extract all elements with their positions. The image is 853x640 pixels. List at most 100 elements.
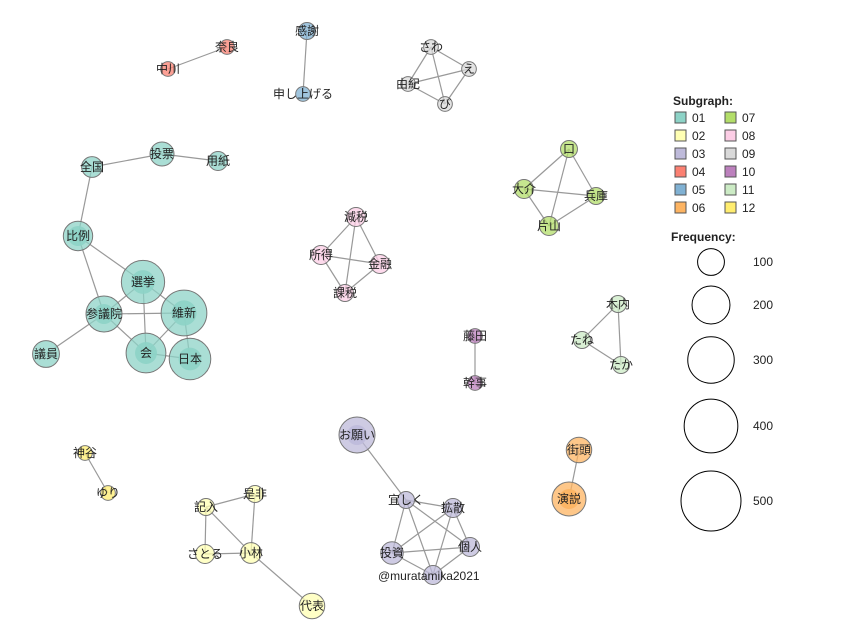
graph-node: 小林 bbox=[239, 542, 263, 564]
edge bbox=[391, 507, 454, 554]
graph-node: 参議院 bbox=[85, 295, 123, 333]
frequency-label: 100 bbox=[753, 255, 773, 269]
node-label: さわ bbox=[419, 40, 443, 54]
subgraph-swatch bbox=[724, 129, 737, 142]
edge bbox=[523, 148, 570, 190]
node-circle bbox=[443, 498, 463, 518]
node-circle bbox=[380, 541, 404, 565]
edge bbox=[523, 188, 597, 197]
frequency-circle bbox=[683, 398, 739, 454]
subgraph-label: 01 bbox=[692, 111, 706, 125]
graph-node: たね bbox=[570, 331, 594, 349]
node-label: 参議院 bbox=[86, 306, 122, 321]
graph-node: 全国 bbox=[80, 156, 104, 178]
subgraph-swatch bbox=[674, 165, 687, 178]
frequency-circle bbox=[691, 285, 731, 325]
node-core bbox=[135, 342, 157, 364]
node-label: 所得 bbox=[309, 247, 333, 262]
frequency-label: 300 bbox=[753, 353, 773, 367]
node-circle bbox=[246, 485, 264, 503]
graph-node: 大介 bbox=[512, 179, 536, 199]
subgraph-label: 09 bbox=[742, 147, 756, 161]
node-circle bbox=[612, 356, 630, 374]
node-circle bbox=[467, 328, 483, 344]
node-label: び bbox=[439, 97, 451, 111]
graph-node: 口 bbox=[560, 140, 578, 158]
graph-node: 由紀 bbox=[396, 76, 420, 92]
node-circle bbox=[298, 592, 326, 620]
graph-node: 記入 bbox=[194, 498, 218, 516]
node-label: 投票 bbox=[150, 146, 174, 161]
node-circle bbox=[609, 295, 627, 313]
subgraph-swatch bbox=[724, 147, 737, 160]
frequency-label: 200 bbox=[753, 298, 773, 312]
node-label: え bbox=[463, 62, 475, 76]
edge bbox=[568, 148, 597, 197]
graph-node: 奈良 bbox=[215, 39, 239, 55]
frequency-label: 500 bbox=[753, 494, 773, 508]
graph-node: 代表 bbox=[298, 592, 326, 620]
frequency-label: 400 bbox=[753, 419, 773, 433]
node-label: 維新 bbox=[172, 305, 196, 320]
graph-node: 課税 bbox=[333, 284, 357, 302]
graph-node: たか bbox=[609, 356, 633, 374]
node-circle bbox=[397, 491, 415, 509]
graph-node: 個人 bbox=[458, 537, 482, 557]
node-label: 議員 bbox=[34, 347, 58, 361]
subgraph-label: 06 bbox=[692, 201, 706, 215]
frequency-circle bbox=[687, 336, 735, 384]
node-label: 感謝 bbox=[295, 23, 319, 38]
node-core bbox=[171, 300, 197, 326]
subgraph-legend-title: Subgraph: bbox=[673, 94, 733, 108]
node-circle bbox=[437, 96, 453, 112]
node-label: 個人 bbox=[458, 540, 482, 554]
node-label: たか bbox=[609, 358, 633, 372]
node-label: 金融 bbox=[368, 256, 392, 271]
node-core bbox=[559, 489, 579, 509]
node-label: 兵庫 bbox=[584, 189, 608, 203]
subgraph-label: 04 bbox=[692, 165, 706, 179]
subgraph-swatch bbox=[724, 111, 737, 124]
edge bbox=[548, 148, 570, 227]
node-label: 藤田 bbox=[463, 329, 487, 343]
subgraph-swatch bbox=[674, 183, 687, 196]
node-label: 中川 bbox=[156, 61, 180, 76]
graph-node: 比例 bbox=[62, 220, 94, 252]
edge bbox=[430, 46, 446, 105]
node-label: 奈良 bbox=[215, 39, 239, 54]
graph-node: 減税 bbox=[344, 207, 368, 227]
subgraph-label: 03 bbox=[692, 147, 706, 161]
subgraph-label: 10 bbox=[742, 165, 756, 179]
graph-node: 拡散 bbox=[441, 498, 465, 518]
graph-node: 演説 bbox=[551, 481, 587, 517]
node-core bbox=[347, 425, 367, 445]
node-circle bbox=[423, 39, 439, 55]
node-circle bbox=[295, 86, 311, 102]
subgraph-label: 02 bbox=[692, 129, 706, 143]
graph-node: 会 bbox=[125, 332, 167, 374]
node-circle bbox=[298, 22, 316, 40]
node-label: 減税 bbox=[344, 209, 368, 224]
subgraph-swatch bbox=[724, 165, 737, 178]
node-core bbox=[131, 270, 155, 294]
graph-node: 感謝 bbox=[295, 22, 319, 40]
subgraph-label: 07 bbox=[742, 111, 756, 125]
graph-node: 宜しく bbox=[388, 491, 424, 509]
graph-node: 藤田 bbox=[463, 328, 487, 344]
node-core bbox=[94, 304, 114, 324]
node-circle bbox=[346, 207, 366, 227]
node-circle bbox=[240, 542, 262, 564]
graph-node: 所得 bbox=[309, 245, 333, 265]
node-label: 用紙 bbox=[206, 153, 230, 168]
node-label: 全国 bbox=[80, 159, 104, 174]
graph-node: さわ bbox=[419, 39, 443, 55]
graph-node: え bbox=[461, 61, 477, 77]
node-label: 由紀 bbox=[396, 77, 420, 91]
node-circle bbox=[32, 340, 60, 368]
node-circle bbox=[460, 537, 480, 557]
node-label: お願い bbox=[339, 428, 375, 442]
node-label: たね bbox=[570, 333, 594, 347]
node-label: 大介 bbox=[512, 182, 536, 196]
node-label: 投資 bbox=[380, 545, 404, 560]
